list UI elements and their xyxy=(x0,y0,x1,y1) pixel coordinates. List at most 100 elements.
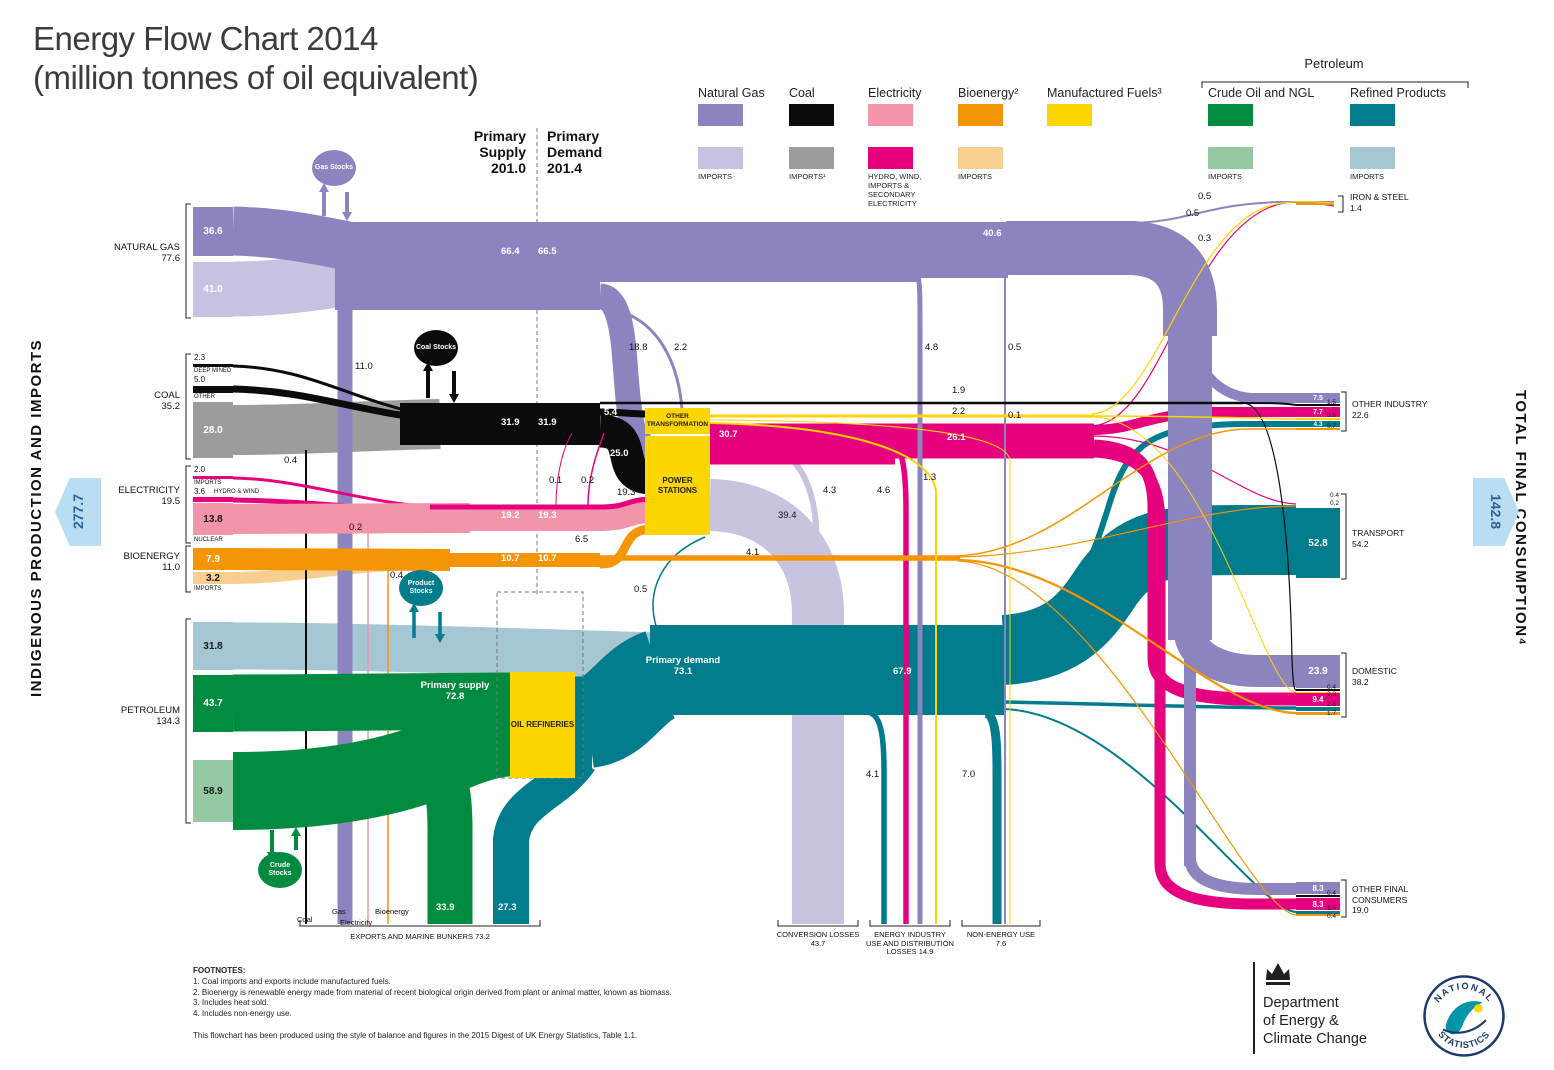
flow-bio-other-final xyxy=(957,560,1297,916)
bracket-petroleum xyxy=(185,618,191,824)
dest-small-domestic-bio: 1.7 xyxy=(1327,710,1337,717)
label-bio-imports: IMPORTS xyxy=(194,586,222,592)
dest-block-other-final-coal xyxy=(1296,895,1340,897)
right-axis-label: TOTAL FINAL CONSUMPTION⁴ xyxy=(1512,389,1529,647)
flow-bio-domestic xyxy=(957,558,1297,715)
dest-small-transport-bio: 0.4 xyxy=(1330,492,1340,499)
export-label-bioenergy: Bioenergy xyxy=(375,907,409,916)
non-energy-caption: NON-ENERGY USE 7.6 xyxy=(961,930,1041,948)
crude-stock-up-arrow xyxy=(291,827,301,836)
other-transformation-box: OTHER TRANSFORMATION xyxy=(645,408,710,434)
dest-total: 38.2 xyxy=(1352,676,1369,687)
label-deep-mined: DEEP MINED xyxy=(194,368,232,374)
dest-name: TRANSPORT xyxy=(1352,528,1405,538)
energy-industry-line-3: LOSSES 14.9 xyxy=(886,947,934,957)
flow-label-iron-steel-gas: 0.5 xyxy=(1198,191,1212,202)
legend-coal-swatch xyxy=(789,104,834,126)
flow-label-mf-out: 2.2 xyxy=(952,406,966,417)
demand-line-3: 201.4 xyxy=(547,160,583,177)
source-name: BIOENERGY xyxy=(123,551,181,562)
dest-block-domestic-bio xyxy=(1296,712,1340,715)
flow-label-gas-demand: 66.5 xyxy=(538,246,557,257)
dest-block-domestic-petroleum xyxy=(1296,707,1340,711)
flow-label-coal-thin: 1.9 xyxy=(952,385,966,396)
footnote-3: 3. Includes heat sold. xyxy=(193,998,269,1008)
flow-gas-energy-industry xyxy=(915,276,923,924)
flow-gas-trunk-top xyxy=(1129,221,1217,336)
flow-coal-domestic xyxy=(1242,402,1297,691)
block-coal-deep-mined xyxy=(193,364,233,367)
supply-line-2: Supply xyxy=(479,144,526,161)
dest-name: OTHER INDUSTRY xyxy=(1352,399,1428,409)
flow-label-bio-to-power: 6.5 xyxy=(575,534,589,545)
flow-label-bio-right: 4.1 xyxy=(746,547,760,558)
flow-label-electricity-energy-industry: 4.6 xyxy=(877,485,891,496)
demand-line-1: Primary xyxy=(547,128,600,144)
product-stock-up-arrow xyxy=(409,603,419,612)
dest-small-other-final-bio: 0.4 xyxy=(1327,913,1337,920)
flow-refined-secondary xyxy=(652,536,706,633)
dest-small-industry-bio: 0.7 xyxy=(1327,423,1337,430)
decc-line-1: Department xyxy=(1263,995,1339,1011)
exports-caption: EXPORTS AND MARINE BUNKERS 73.2 xyxy=(350,932,490,941)
export-label-gas: Gas xyxy=(332,907,346,916)
flow-coal-to-transformation xyxy=(599,408,648,418)
flow-electricity-ot-1 xyxy=(555,432,573,506)
legend-bioenergy-label: Bioenergy² xyxy=(958,86,1019,100)
block-electricity-imports xyxy=(193,476,233,479)
legend-bioenergy-swatch xyxy=(958,104,1003,126)
dest-total: 19.0 xyxy=(1352,905,1369,916)
export-label-coal: Coal xyxy=(297,915,313,924)
value-hydro-wind: 3.6 xyxy=(194,487,206,496)
flow-label-gas-energy-industry: 4.8 xyxy=(925,342,939,353)
flow-coal-industry xyxy=(1242,402,1297,406)
left-axis-label: INDIGENOUS PRODUCTION AND IMPORTS xyxy=(28,338,45,698)
power-stations-box: POWER STATIONS xyxy=(645,436,710,535)
flow-label-primary-supply: Primary supply 72.8 xyxy=(405,680,505,703)
flow-label-losses-power: 39.4 xyxy=(778,510,797,521)
block-bio-imports: 3.2 xyxy=(193,572,233,584)
dest-block-industry-coal xyxy=(1296,404,1340,406)
energy-industry-line-2: USE AND DISTRIBUTION xyxy=(866,938,954,948)
energy-industry-line-1: ENERGY INDUSTRY xyxy=(874,930,946,939)
block-crude-imports: 58.9 xyxy=(193,760,233,822)
legend-bioenergy-imports-label: IMPORTS xyxy=(958,172,993,181)
ns-dot xyxy=(1474,1004,1483,1013)
conversion-line-1: CONVERSION LOSSES xyxy=(776,930,860,939)
bracket-petroleum-legend xyxy=(1201,81,1469,88)
legend-manufactured-fuels-label: Manufactured Fuels³ xyxy=(1047,86,1162,100)
flow-label-gas-non-energy: 0.5 xyxy=(1008,342,1022,353)
source-label-natural-gas: NATURAL GAS 77.6 xyxy=(96,242,180,265)
legend-crude-label: Crude Oil and NGL xyxy=(1208,86,1315,100)
dest-total: 1.4 xyxy=(1350,202,1362,213)
legend-refined-imports-swatch xyxy=(1350,147,1395,169)
dest-name: OTHER FINAL CONSUMERS xyxy=(1352,884,1408,905)
flow-refined-energy-industry xyxy=(868,710,887,924)
bracket-non-energy xyxy=(961,920,1041,927)
decc-line-3: Climate Change xyxy=(1263,1031,1367,1048)
bracket-domestic xyxy=(1341,652,1347,718)
product-stocks-node: Product Stocks xyxy=(399,570,443,606)
dest-label-transport: TRANSPORT 54.2 xyxy=(1352,528,1404,549)
dest-small-other-final-petroleum: 1.5 xyxy=(1327,905,1337,912)
flow-label-electricity-supply: 19.2 xyxy=(501,510,520,521)
block-coal-imports: 28.0 xyxy=(193,402,233,458)
source-total: 134.3 xyxy=(156,715,180,727)
coal-stock-up-arrow xyxy=(423,362,433,371)
bracket-coal xyxy=(185,353,191,460)
block-gas-imports: 41.0 xyxy=(193,262,233,317)
legend-crude-imports-label: IMPORTS xyxy=(1208,172,1243,181)
flow-refined-other-final xyxy=(1003,708,1297,913)
flow-electricity-other-final xyxy=(1093,446,1296,910)
oil-refineries-box: OIL REFINERIES xyxy=(510,672,575,778)
source-total: 11.0 xyxy=(162,561,180,573)
source-label-bioenergy: BIOENERGY 11.0 xyxy=(96,551,181,574)
legend-crude-imports-swatch xyxy=(1208,147,1253,169)
legend-secondary-electricity-label: HYDRO, WIND, IMPORTS & SECONDARY ELECTRI… xyxy=(868,172,922,208)
flow-label-secondary-electricity-right: 26.1 xyxy=(947,432,966,443)
dest-small-transport-other: 0.2 xyxy=(1330,500,1340,507)
flow-electricity-ot-2 xyxy=(587,432,605,506)
source-label-coal: COAL 35.2 xyxy=(96,390,180,413)
export-label-electricity: Electricity xyxy=(340,918,373,927)
